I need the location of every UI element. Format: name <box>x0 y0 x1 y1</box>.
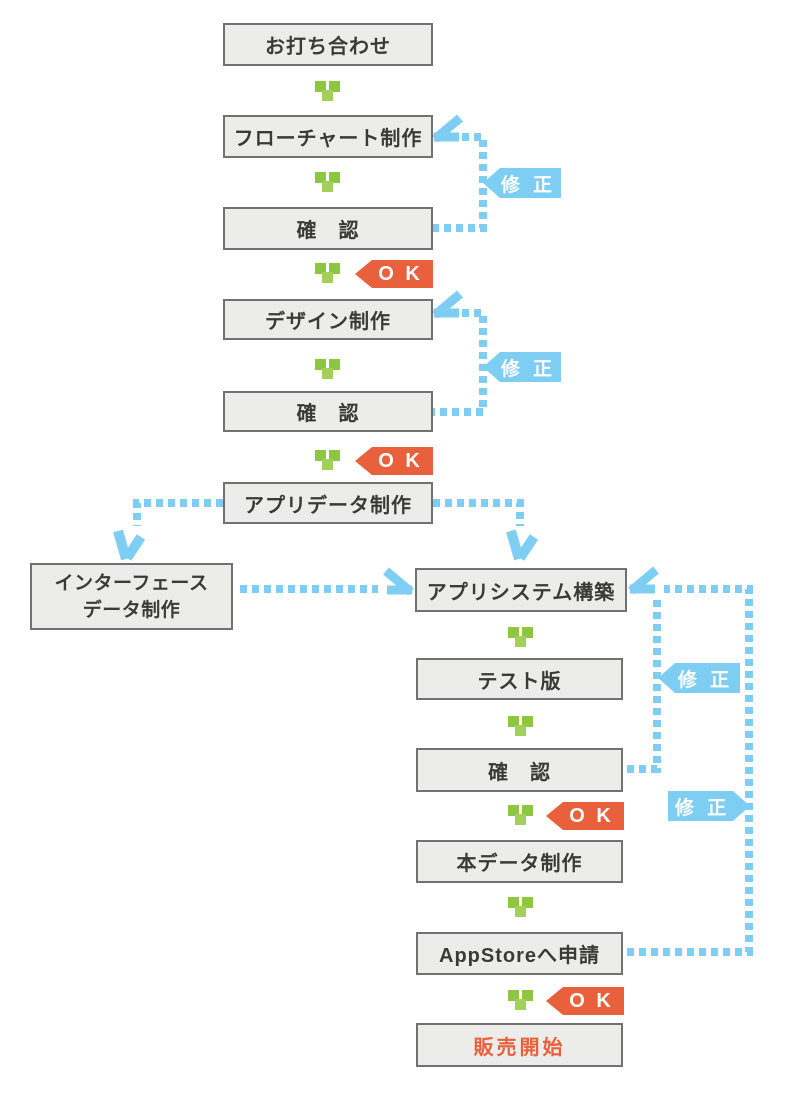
node-design-production: デザイン制作 <box>223 299 433 340</box>
down-arrow-icon <box>315 81 340 102</box>
arrow-pixel <box>522 897 533 908</box>
arrow-pixel <box>515 906 526 917</box>
ok-badge-2: O K <box>355 447 433 475</box>
fix-badge-4: 修 正 <box>668 791 750 821</box>
branch-left-dotted-line <box>133 499 223 526</box>
fix-badge-2: 修 正 <box>483 352 561 382</box>
arrow-pixel <box>329 263 340 274</box>
arrow-pixel <box>515 725 526 736</box>
down-arrow-icon <box>508 805 533 826</box>
arrow-pixel <box>515 814 526 825</box>
arrow-pixel <box>322 90 333 101</box>
node-interface-data-line2: データ制作 <box>82 599 181 621</box>
node-app-system-build: アプリシステム構築 <box>415 568 627 612</box>
node-appstore-submission: AppStoreへ申請 <box>416 932 623 975</box>
node-test-version: テスト版 <box>416 658 623 700</box>
arrow-pixel <box>315 450 326 461</box>
arrow-pixel <box>315 81 326 92</box>
arrow-pixel <box>522 627 533 638</box>
down-arrow-icon <box>315 263 340 284</box>
arrow-pixel <box>508 627 519 638</box>
arrowhead-into-system-right-icon <box>628 566 659 595</box>
node-check-2: 確 認 <box>223 391 433 432</box>
arrow-pixel <box>508 990 519 1001</box>
node-check-3: 確 認 <box>416 748 623 792</box>
arrowhead-into-interface-icon <box>113 529 146 561</box>
arrow-pixel <box>329 359 340 370</box>
down-arrow-icon <box>315 172 340 193</box>
down-arrow-icon <box>508 990 533 1011</box>
node-flowchart-production: フローチャート制作 <box>223 115 433 158</box>
arrowhead-into-flowchart-icon <box>432 114 463 143</box>
arrow-pixel <box>315 359 326 370</box>
fix-loop-1-dotted-line <box>433 133 487 232</box>
node-interface-data-production: インターフェース データ制作 <box>30 563 233 630</box>
branch-right-dotted-line <box>433 499 524 526</box>
arrow-pixel <box>322 459 333 470</box>
fix-badge-3: 修 正 <box>658 663 740 693</box>
arrow-pixel <box>508 897 519 908</box>
arrow-pixel <box>522 805 533 816</box>
fix-loop-outer-dotted-line <box>627 585 753 956</box>
arrow-pixel <box>522 716 533 727</box>
arrow-pixel <box>515 999 526 1010</box>
node-sales-start: 販売開始 <box>416 1023 623 1067</box>
arrow-pixel <box>329 172 340 183</box>
arrow-pixel <box>329 450 340 461</box>
arrow-pixel <box>508 716 519 727</box>
node-app-data-production: アプリデータ制作 <box>223 482 433 524</box>
arrow-pixel <box>522 990 533 1001</box>
down-arrow-icon <box>315 359 340 380</box>
node-final-data-production: 本データ制作 <box>416 840 623 883</box>
arrow-pixel <box>315 172 326 183</box>
node-meeting: お打ち合わせ <box>223 23 433 66</box>
fix-loop-inner-dotted-line <box>627 600 661 773</box>
down-arrow-icon <box>508 627 533 648</box>
arrow-pixel <box>515 636 526 647</box>
ok-badge-4: O K <box>546 987 624 1015</box>
node-interface-data-line1: インターフェース <box>54 572 209 594</box>
arrow-pixel <box>508 805 519 816</box>
down-arrow-icon <box>315 450 340 471</box>
arrow-pixel <box>322 272 333 283</box>
arrowhead-into-design-icon <box>432 290 463 319</box>
fix-loop-2-dotted-line <box>433 309 487 416</box>
node-check-1: 確 認 <box>223 207 433 250</box>
arrow-pixel <box>315 263 326 274</box>
fix-badge-1: 修 正 <box>483 168 561 198</box>
ok-badge-1: O K <box>355 260 433 288</box>
arrow-pixel <box>322 181 333 192</box>
ok-badge-3: O K <box>546 802 624 830</box>
arrowhead-into-system-left-icon <box>383 567 414 596</box>
down-arrow-icon <box>508 897 533 918</box>
down-arrow-icon <box>508 716 533 737</box>
arrow-pixel <box>322 368 333 379</box>
arrow-pixel <box>329 81 340 92</box>
arrowhead-into-system-top-icon <box>506 529 539 561</box>
